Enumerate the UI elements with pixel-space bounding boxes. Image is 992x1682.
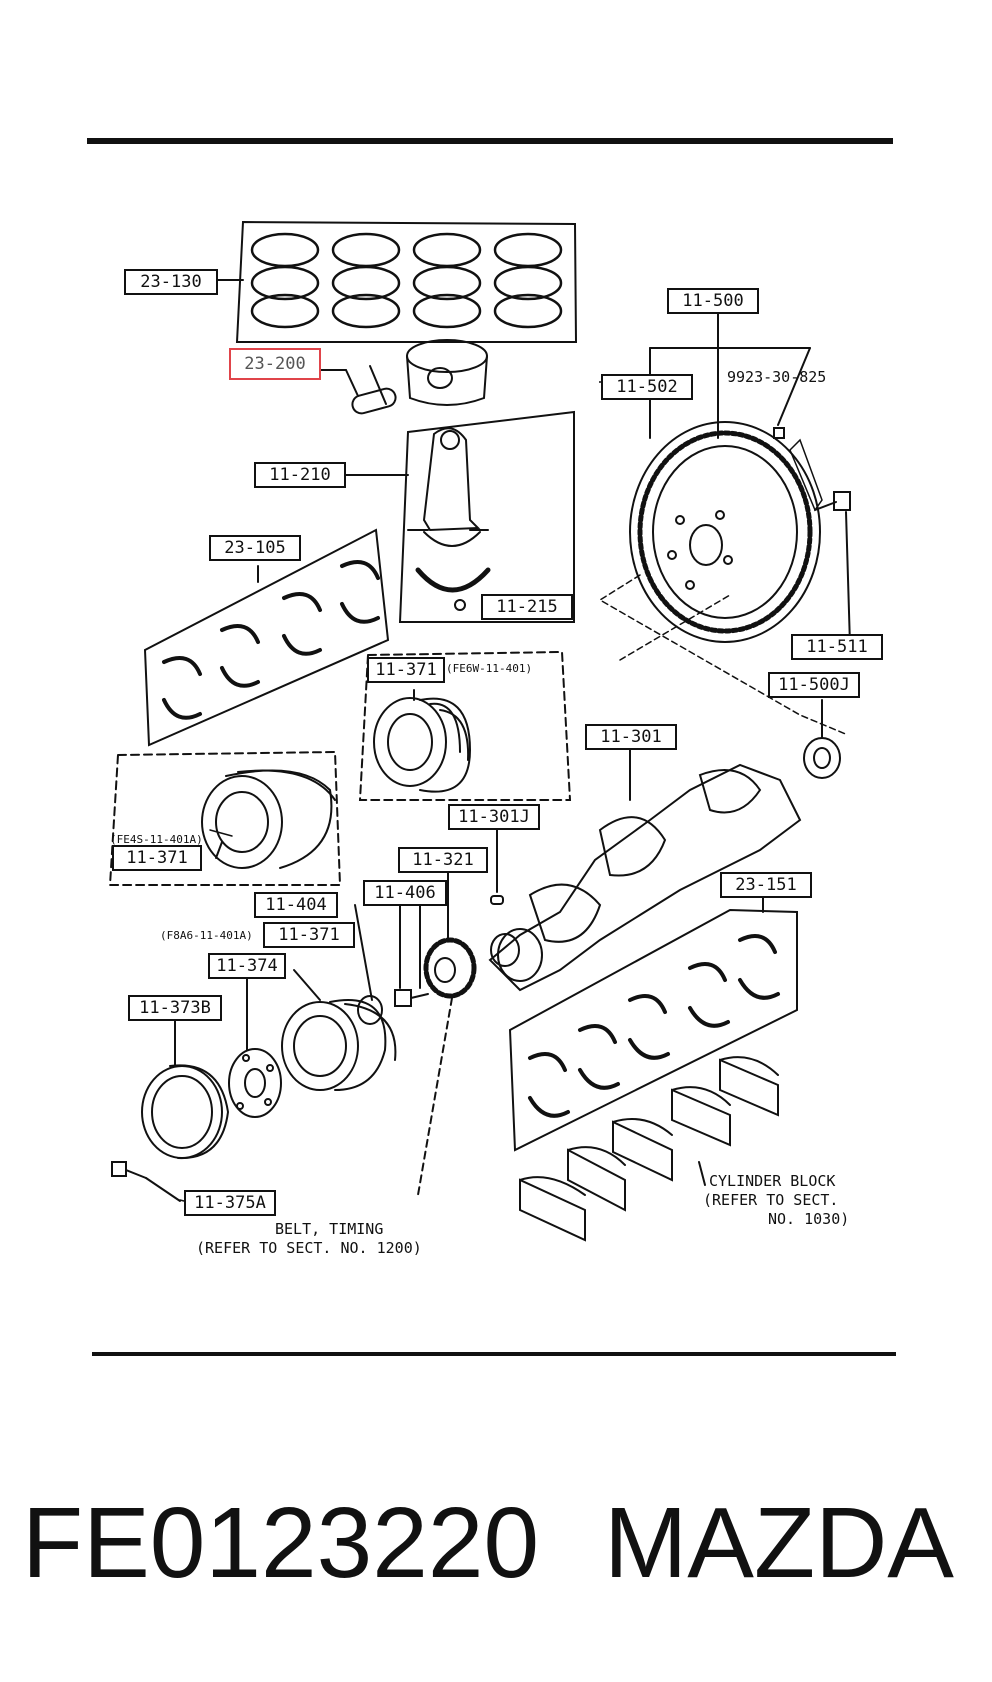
cylinder-block-note-3: NO. 1030) [768, 1210, 850, 1228]
part-label-11-301[interactable]: 11-301 [585, 724, 677, 750]
bearing-caps-drawing [520, 1057, 778, 1240]
part-label-23-151[interactable]: 23-151 [720, 872, 812, 898]
part-label-11-374[interactable]: 11-374 [208, 953, 286, 979]
part-label-11-404[interactable]: 11-404 [254, 892, 338, 918]
part-label-11-500J[interactable]: 11-500J [768, 672, 860, 698]
piston-drawing [318, 340, 487, 415]
main-bearings-group [510, 898, 797, 1150]
pulley-fe6w-group [360, 652, 570, 800]
crank-pulley-drawing [282, 905, 395, 1090]
brand-text: MAZDA [604, 1487, 954, 1599]
part-label-11-371-fe4s[interactable]: 11-371 [112, 845, 202, 871]
f8a6-note: (F8A6-11-401A) [160, 929, 253, 942]
pulley-bolt-drawing [112, 1162, 180, 1201]
crank-bolt-drawing [395, 905, 428, 1006]
belt-timing-note-2: (REFER TO SECT. NO. 1200) [196, 1239, 422, 1257]
part-label-11-321[interactable]: 11-321 [398, 847, 488, 873]
cylinder-block-note-1: CYLINDER BLOCK [709, 1172, 836, 1190]
part-label-11-373B[interactable]: 11-373B [128, 995, 222, 1021]
part-label-11-301J[interactable]: 11-301J [448, 804, 540, 830]
rod-bearings-group [145, 530, 388, 745]
part-label-11-210[interactable]: 11-210 [254, 462, 346, 488]
belt-timing-note-1: BELT, TIMING [275, 1220, 384, 1238]
cylinder-block-note-2: (REFER TO SECT. [703, 1191, 839, 1209]
part-label-11-502[interactable]: 11-502 [601, 374, 693, 400]
crank-key-drawing [491, 830, 503, 904]
part-label-11-371-fe6w[interactable]: 11-371 [367, 657, 445, 683]
bolt-code-note: 9923-30-825 [727, 368, 827, 386]
part-label-11-500[interactable]: 11-500 [667, 288, 759, 314]
fe6w-note: (FE6W-11-401) [446, 662, 533, 675]
pulley-fe4s-group [110, 752, 340, 885]
fe4s-note: (FE4S-11-401A) [110, 833, 203, 846]
part-label-11-406[interactable]: 11-406 [363, 880, 447, 906]
part-number-text: FE0123220 [22, 1487, 540, 1599]
piston-rings-group [216, 222, 576, 342]
crankshaft-drawing [490, 746, 800, 990]
bottom-rule [92, 1352, 896, 1356]
part-label-11-511[interactable]: 11-511 [791, 634, 883, 660]
part-label-11-371-f8a6[interactable]: 11-371 [263, 922, 355, 948]
part-label-11-375A[interactable]: 11-375A [184, 1190, 276, 1216]
pulley-plate-drawing [229, 975, 281, 1117]
pulley-373b-drawing [142, 1012, 228, 1158]
pilot-bearing-drawing [804, 700, 840, 778]
part-label-11-215[interactable]: 11-215 [481, 594, 573, 620]
connecting-rod-group [340, 412, 574, 622]
top-rule [87, 138, 893, 144]
part-label-23-130[interactable]: 23-130 [124, 269, 218, 295]
timing-sprocket-drawing [418, 864, 474, 1195]
part-label-23-105[interactable]: 23-105 [209, 535, 301, 561]
part-label-23-200[interactable]: 23-200 [229, 348, 321, 380]
